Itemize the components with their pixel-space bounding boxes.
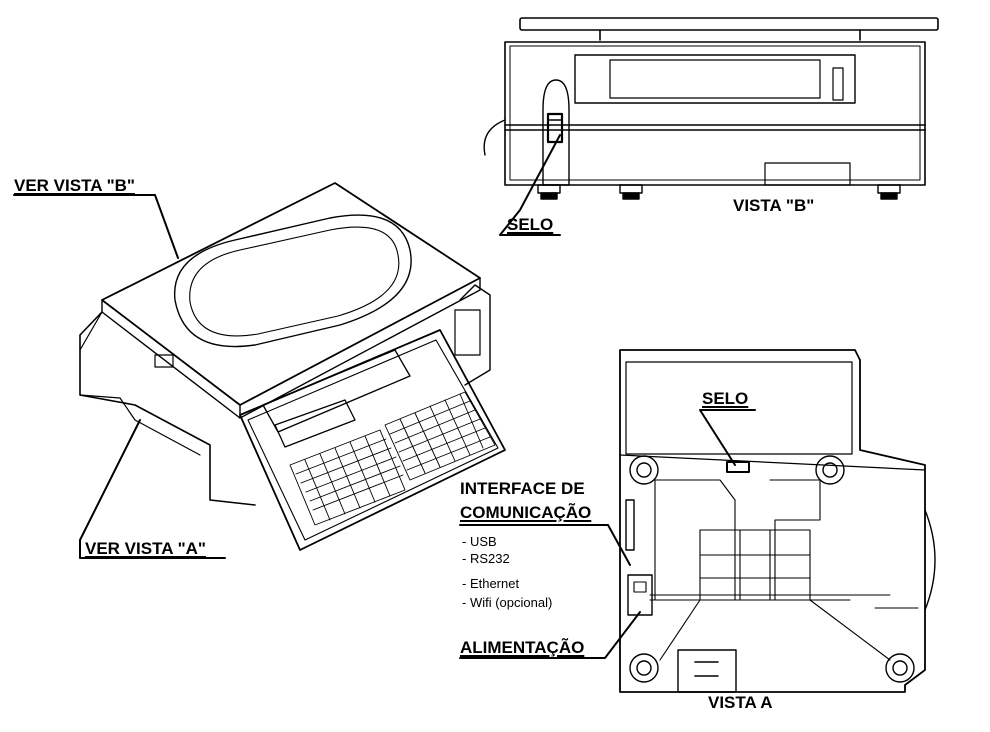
vista-a-label: VISTA A [708,693,773,712]
interface-label-line2: COMUNICAÇÃO [460,503,592,522]
perspective-view [13,182,506,559]
selo-top-leader [499,134,561,236]
interface-wifi: - Wifi (opcional) [462,595,553,610]
perspective-platter [101,182,481,406]
perspective-body [79,311,256,506]
bottom-seal [726,461,750,473]
comm-port [625,499,635,551]
side-body [504,41,926,186]
interface-rs232: - RS232 [462,551,510,566]
bottom-feet [629,455,915,683]
ver-vista-b-label: VER VISTA "B" [14,176,135,195]
bottom-ribs [649,479,891,661]
console-display-1 [262,349,411,433]
bottom-view-a [459,349,936,693]
side-seal [546,112,564,144]
ver-vista-b-leader [13,194,179,259]
console-display-2 [274,399,356,448]
alimentacao-label: ALIMENTAÇÃO [460,638,585,657]
bottom-outline [619,349,926,693]
ver-vista-a-leader [79,419,226,559]
keypad-right [384,391,496,481]
side-view-b [483,17,939,236]
power-socket [627,574,653,616]
keypad-left [289,429,406,526]
platter-oval [173,214,412,348]
interface-leader [459,524,631,566]
vista-b-label: VISTA "B" [733,196,815,215]
alimentacao-leader [459,611,641,659]
side-platter [519,17,939,31]
ver-vista-a-label: VER VISTA "A" [85,539,206,558]
selo-bottom-label: SELO [702,389,749,408]
side-feet [537,184,901,200]
side-display [574,54,856,104]
interface-label-line1: INTERFACE DE [460,479,585,498]
interface-ethernet: - Ethernet [462,576,520,591]
selo-top-label: SELO [507,215,554,234]
selo-bottom-leader [699,409,756,466]
interface-usb: - USB [462,534,497,549]
